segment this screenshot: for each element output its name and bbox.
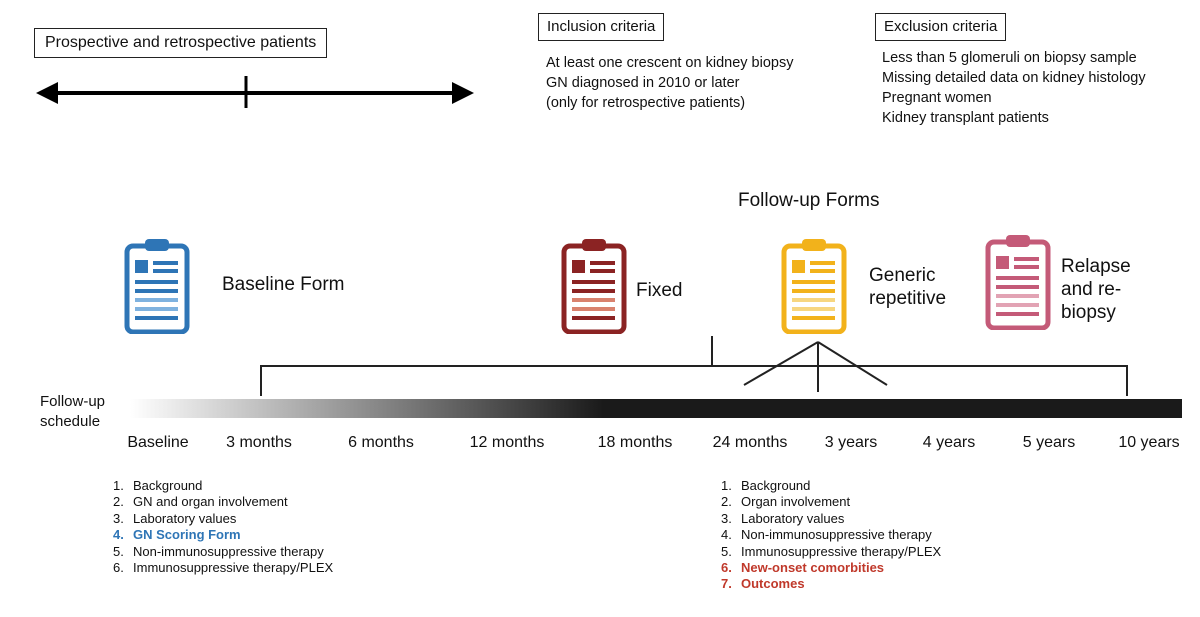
list-number: 3. xyxy=(721,510,732,526)
list-number: 7. xyxy=(721,576,732,592)
timepoint-label: 18 months xyxy=(597,434,673,451)
list-item-highlighted: 7. Outcomes xyxy=(721,576,941,592)
list-number: 3. xyxy=(113,510,124,526)
list-number: 4. xyxy=(113,527,124,543)
inclusion-list: At least one crescent on kidney biopsy G… xyxy=(546,53,793,113)
list-item-highlighted: 6. New-onset comorbities xyxy=(721,560,941,576)
list-item: 5. Immunosuppressive therapy/PLEX xyxy=(721,544,941,560)
exclusion-list: Less than 5 glomeruli on biopsy sample M… xyxy=(882,48,1146,128)
list-text: New-onset comorbities xyxy=(741,560,885,576)
generic-label-line: repetitive xyxy=(869,288,947,309)
timepoint-label: 24 months xyxy=(712,434,788,451)
list-item: 1. Background xyxy=(113,478,333,494)
list-number: 4. xyxy=(721,527,732,543)
list-text: Non-immunosuppressive therapy xyxy=(133,543,324,559)
baseline-form-sections: 1.Background 2.GN and organ involvement … xyxy=(113,478,333,576)
list-item: 2. Organ involvement xyxy=(721,494,941,510)
list-item-highlighted: 4. GN Scoring Form xyxy=(113,527,333,543)
list-text: Non-immunosuppressive therapy xyxy=(741,527,932,543)
exclusion-item: Pregnant women xyxy=(882,90,992,106)
timepoint-label: 5 years xyxy=(1022,434,1076,451)
list-text: Background xyxy=(133,478,203,493)
list-text: Laboratory values xyxy=(741,510,845,526)
baseline-clipboard-icon xyxy=(124,239,190,334)
inclusion-item: GN diagnosed in 2010 or later xyxy=(546,75,740,91)
exclusion-item: Less than 5 glomeruli on biopsy sample xyxy=(882,50,1137,66)
relapse-label-line: Relapse xyxy=(1061,256,1131,277)
schedule-label-line: Follow-up xyxy=(40,393,106,410)
fixed-form-label: Fixed xyxy=(636,280,683,301)
schedule-label-line: schedule xyxy=(40,413,101,430)
relapse-label-line: and re- xyxy=(1061,279,1122,300)
list-number: 1. xyxy=(721,478,732,493)
list-number: 5. xyxy=(721,543,732,559)
timepoint-label: 10 years xyxy=(1118,434,1180,451)
relapse-form-label: Relapse and re- biopsy xyxy=(1061,255,1131,324)
generic-label-line: Generic xyxy=(869,265,936,286)
generic-form-label: Generic repetitive xyxy=(869,264,946,310)
schedule-bracket xyxy=(260,336,1128,396)
list-number: 2. xyxy=(113,494,124,510)
list-item: 4. Non-immunosuppressive therapy xyxy=(721,527,941,543)
list-text: Outcomes xyxy=(741,576,805,592)
timepoint-label: 6 months xyxy=(348,434,414,451)
list-item: 3. Laboratory values xyxy=(113,511,333,527)
exclusion-item: Missing detailed data on kidney histolog… xyxy=(882,70,1146,86)
list-text: Immunosuppressive therapy/PLEX xyxy=(741,543,942,559)
list-number: 6. xyxy=(113,560,124,576)
list-item: 1. Background xyxy=(721,478,941,494)
inclusion-item: At least one crescent on kidney biopsy xyxy=(546,55,794,71)
double-arrow xyxy=(36,76,474,108)
schedule-bar xyxy=(130,399,1182,418)
relapse-clipboard-icon xyxy=(985,235,1051,330)
list-number: 5. xyxy=(113,543,124,559)
exclusion-title: Exclusion criteria xyxy=(875,13,1007,41)
patients-label: Prospective and retrospective patients xyxy=(34,28,328,58)
list-number: 2. xyxy=(721,494,732,510)
baseline-form-label: Baseline Form xyxy=(222,274,345,295)
timepoint-label: 3 months xyxy=(226,434,292,451)
list-number: 1. xyxy=(113,478,124,493)
list-text: Immunosuppressive therapy/PLEX xyxy=(133,560,334,576)
inclusion-item: (only for retrospective patients) xyxy=(546,95,746,111)
list-text: Laboratory values xyxy=(133,510,237,526)
generic-clipboard-icon xyxy=(781,239,847,334)
list-item: 3. Laboratory values xyxy=(721,511,941,527)
schedule-label: Follow-up schedule xyxy=(40,392,120,432)
fixed-clipboard-icon xyxy=(561,239,627,334)
exclusion-item: Kidney transplant patients xyxy=(882,110,1049,126)
followup-form-sections: 1. Background 2. Organ involvement 3. Labor… xyxy=(721,478,941,593)
timepoint-label: 3 years xyxy=(824,434,878,451)
timepoint-label: 4 years xyxy=(922,434,976,451)
followup-forms-title: Follow-up Forms xyxy=(738,190,880,211)
list-text: GN Scoring Form xyxy=(133,527,241,543)
timepoint-label: 12 months xyxy=(469,434,545,451)
list-item: 6. Immunosuppressive therapy/PLEX xyxy=(113,560,333,576)
list-text: Organ involvement xyxy=(741,494,851,510)
list-item: 5. Non-immunosuppressive therapy xyxy=(113,544,333,560)
inclusion-title: Inclusion criteria xyxy=(538,13,665,41)
timepoint-label: Baseline xyxy=(127,434,189,451)
relapse-label-line: biopsy xyxy=(1061,302,1116,323)
list-item: 2. GN and organ involvement xyxy=(113,494,333,510)
list-number: 6. xyxy=(721,560,732,576)
list-text: GN and organ involvement xyxy=(133,494,288,510)
list-text: Background xyxy=(741,478,811,493)
